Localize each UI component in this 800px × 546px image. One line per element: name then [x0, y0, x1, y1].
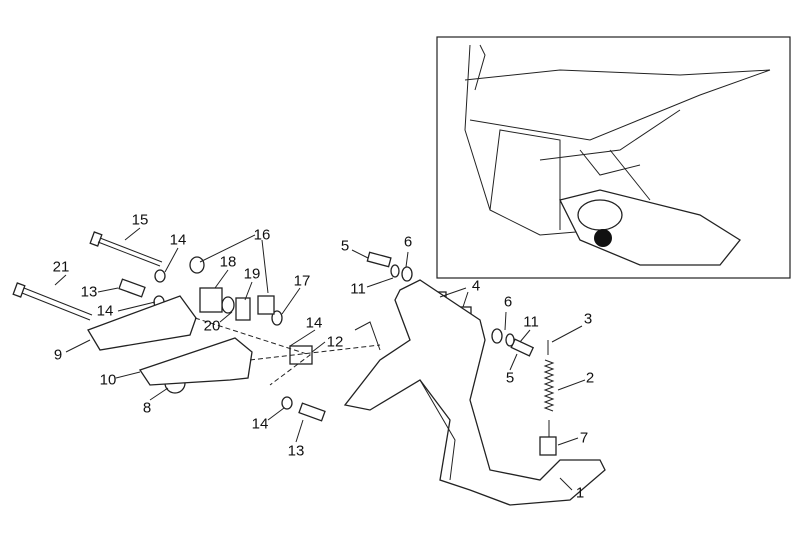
callout-13: 13 [80, 283, 98, 301]
bracket-9 [87, 295, 197, 351]
rubber-pad-7 [539, 436, 557, 456]
callout-3: 3 [583, 310, 593, 328]
callout-21: 21 [52, 258, 70, 276]
callout-2: 2 [585, 369, 595, 387]
callout-7: 7 [579, 429, 589, 447]
frame-inset [436, 36, 791, 279]
spring-2 [543, 340, 555, 440]
callout-16: 16 [253, 226, 271, 244]
callout-13: 13 [287, 442, 305, 460]
bolt-13b [298, 402, 326, 422]
callout-6: 6 [403, 233, 413, 251]
callout-4: 4 [471, 277, 481, 295]
callout-17: 17 [293, 272, 311, 290]
callout-5: 5 [340, 237, 350, 255]
center-stand [343, 279, 606, 506]
spacer-18 [199, 287, 223, 313]
callout-8: 8 [142, 399, 152, 417]
bolt-15 [89, 231, 163, 267]
bolt-21 [12, 282, 93, 321]
callout-14: 14 [251, 415, 269, 433]
callout-15: 15 [131, 211, 149, 229]
callout-10: 10 [99, 371, 117, 389]
callout-19: 19 [243, 265, 261, 283]
bolt-13 [118, 278, 146, 298]
bracket-10 [138, 337, 253, 386]
bolt-5b [510, 338, 535, 357]
callout-18: 18 [219, 253, 237, 271]
bearing-20 [235, 297, 251, 321]
callout-14: 14 [305, 314, 323, 332]
callout-12: 12 [326, 333, 344, 351]
spacer-17 [257, 295, 275, 315]
callout-20: 20 [203, 317, 221, 335]
callout-9: 9 [53, 346, 63, 364]
callout-11: 11 [523, 313, 539, 331]
callout-11: 11 [350, 280, 366, 298]
callout-14: 14 [169, 231, 187, 249]
callout-6: 6 [503, 293, 513, 311]
callout-5: 5 [505, 369, 515, 387]
bolt-5 [366, 251, 392, 268]
callout-1: 1 [575, 484, 585, 502]
callout-14: 14 [96, 302, 114, 320]
